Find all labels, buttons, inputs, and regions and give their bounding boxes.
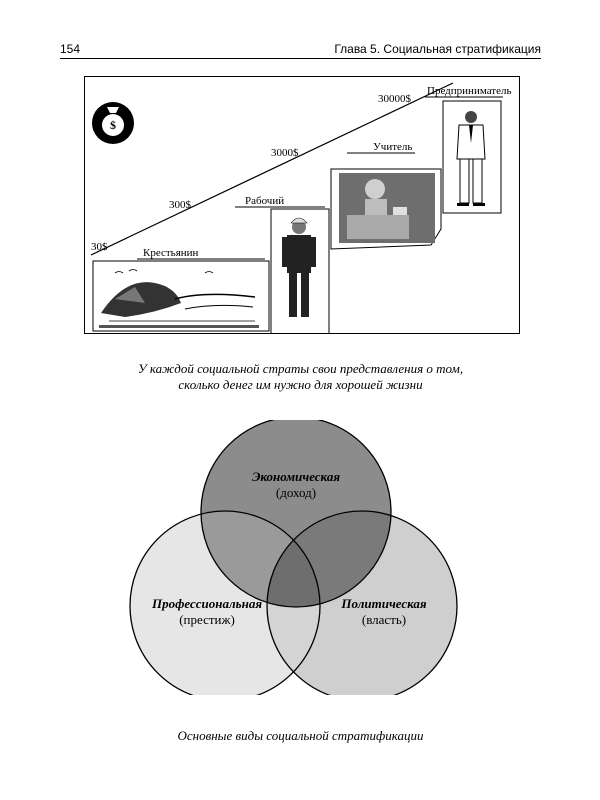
figure1-caption-line1: У каждой социальной страты свои представ… [137,361,464,376]
venn-label-political-name: Политическая [341,596,427,611]
stratum-label-peasant: Крестьянин [143,247,199,259]
venn-label-professional-sub: (престиж) [179,612,235,627]
money-label-30000: 30000$ [378,93,411,105]
venn-label-economic: Экономическая (доход) [236,469,356,501]
venn-drawing [129,420,458,695]
money-bag-icon: $ [92,102,134,144]
figure2-caption: Основные виды социальной стратификации [177,728,424,743]
stratum-label-worker: Рабочий [245,195,285,207]
svg-text:$: $ [110,118,116,132]
venn-label-political-sub: (власть) [361,612,407,627]
money-label-30: 30$ [91,241,108,253]
venn-label-economic-name: Экономическая [251,469,341,484]
venn-label-economic-sub: (доход) [275,485,317,500]
growth-diagonal-line [90,82,454,256]
peasant-picture [92,260,270,332]
venn-label-professional-name: Профессиональная [151,596,263,611]
running-head: 154 Глава 5. Социальная стратификация [60,42,541,59]
stratum-label-teacher: Учитель [373,141,413,153]
worker-picture [270,208,330,333]
venn-label-political: Политическая (власть) [314,596,454,628]
stratification-venn-diagram: Экономическая (доход) Профессиональная (… [120,420,460,695]
figure1-caption: У каждой социальной страты свои представ… [60,361,541,393]
teacher-picture [330,168,442,250]
staircase-drawing: $ [90,82,503,333]
figure1-caption-line2: сколько денег им нужно для хорошей жизни [178,377,423,392]
chapter-title: Глава 5. Социальная стратификация [334,42,541,56]
income-staircase-figure: $ [84,76,520,334]
entrepreneur-picture [442,100,502,214]
stratum-label-entrepreneur: Предприниматель [427,85,512,97]
page-number: 154 [60,42,81,56]
money-label-3000: 3000$ [271,147,299,159]
money-label-300: 300$ [169,199,191,211]
venn-label-professional: Профессиональная (престиж) [132,596,282,628]
